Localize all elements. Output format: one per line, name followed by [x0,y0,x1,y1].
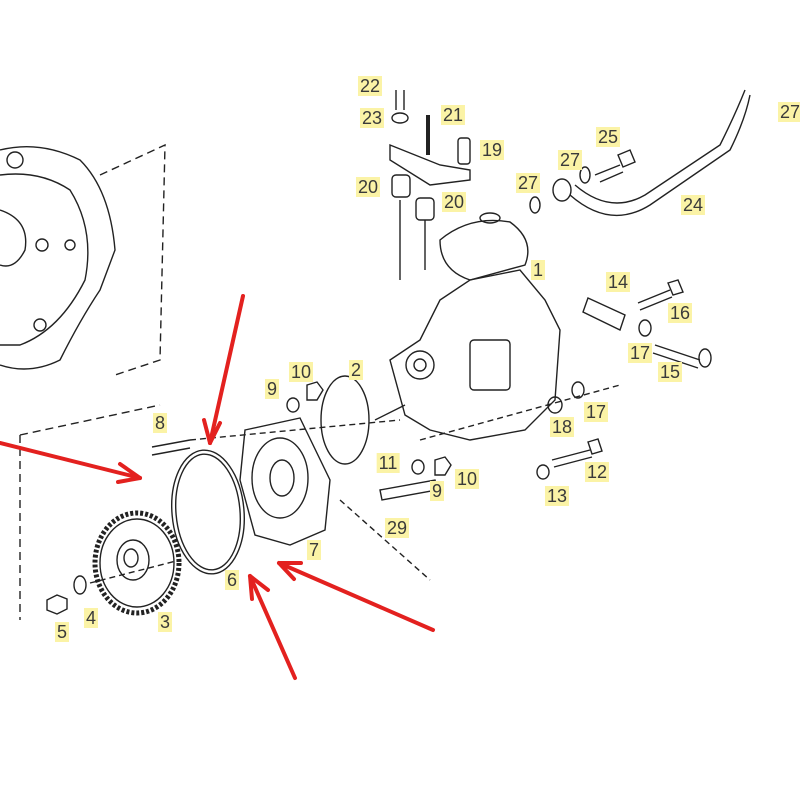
arrow-3 [277,561,435,632]
callout-label: 20 [355,177,381,197]
callout-label: 27 [557,150,583,170]
callout-label: 10 [288,362,314,382]
injection-pump [374,212,561,441]
bracket [389,90,471,280]
circlip [73,575,87,595]
callout-label: 9 [264,379,280,399]
side-fittings [286,279,712,581]
callout-label: 13 [544,486,570,506]
callout-label: 16 [667,303,693,323]
drive-gear [92,510,182,616]
engine-housing [0,143,166,620]
callout-label: 24 [680,195,706,215]
callout-label: 27 [515,173,541,193]
nut [46,594,68,615]
callout-label: 23 [359,108,385,128]
callout-label: 14 [605,272,631,292]
callout-label: 19 [479,140,505,160]
callout-label: 20 [441,192,467,212]
callout-label: 6 [224,570,240,590]
callout-label: 15 [657,362,683,382]
arrow-1 [0,441,142,484]
callout-label: 12 [584,462,610,482]
callout-label: 17 [627,343,653,363]
fuel-pipe [529,89,751,217]
callout-label: 25 [595,127,621,147]
callout-label: 4 [83,608,99,628]
callout-label: 21 [440,105,466,125]
callout-label: 29 [384,518,410,538]
o-ring-small [320,375,370,465]
stud [151,439,191,456]
callout-label: 17 [583,402,609,422]
callout-label: 3 [157,612,173,632]
flange-plate [239,417,331,546]
callout-label: 11 [376,453,400,473]
arrow-2 [202,294,245,445]
callout-label: 27 [777,102,800,122]
callout-label: 10 [454,469,480,489]
red-arrows [0,294,435,680]
callout-label: 22 [357,76,383,96]
callout-label: 9 [429,481,445,501]
callout-label: 2 [348,360,364,380]
o-ring [171,449,245,575]
arrow-4 [248,574,297,680]
callout-label: 8 [152,413,168,433]
callout-label: 7 [306,540,322,560]
callout-label: 5 [54,622,70,642]
callout-label: 1 [530,260,546,280]
callout-label: 18 [549,417,575,437]
